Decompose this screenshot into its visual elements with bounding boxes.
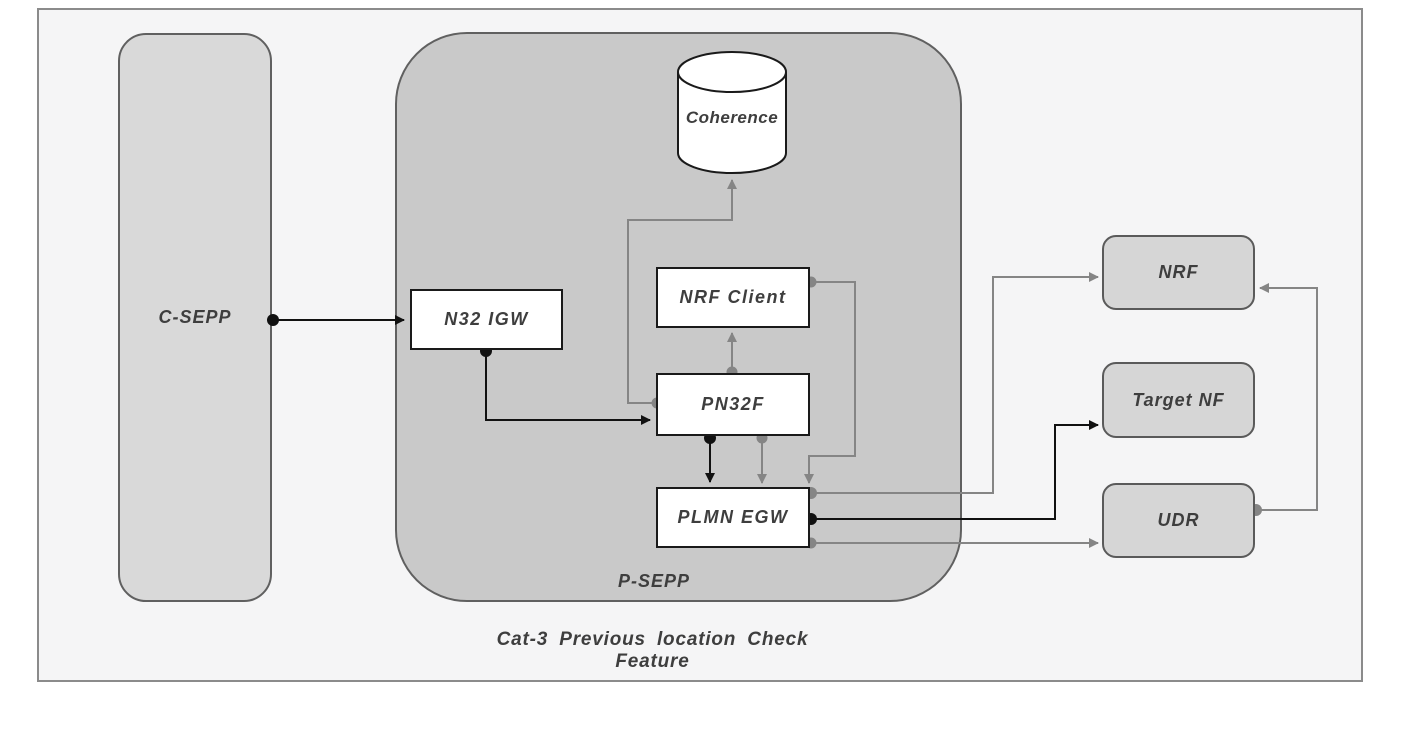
node-udr: UDR: [1102, 483, 1255, 558]
node-nrf-client: NRF Client: [656, 267, 810, 328]
plmn-egw-label: PLMN EGW: [677, 507, 789, 527]
diagram-caption: Cat-3 Previous location Check Feature: [496, 629, 809, 672]
node-pn32f: PN32F: [656, 373, 810, 436]
c-sepp-group: C-SEPP: [118, 33, 272, 602]
target-nf-label: Target NF: [1132, 389, 1225, 410]
node-nrf: NRF: [1102, 235, 1255, 310]
nrf-label: NRF: [1158, 262, 1199, 282]
n32-igw-label: N32 IGW: [444, 309, 529, 329]
udr-label: UDR: [1157, 510, 1200, 530]
nrf-client-label: NRF Client: [679, 287, 787, 307]
p-sepp-label: P-SEPP: [617, 571, 691, 591]
node-n32-igw: N32 IGW: [410, 289, 563, 350]
pn32f-label: PN32F: [701, 394, 765, 414]
coherence-label: Coherence: [685, 108, 779, 127]
node-plmn-egw: PLMN EGW: [656, 487, 810, 548]
node-target-nf: Target NF: [1102, 362, 1255, 438]
c-sepp-label: C-SEPP: [158, 307, 232, 327]
